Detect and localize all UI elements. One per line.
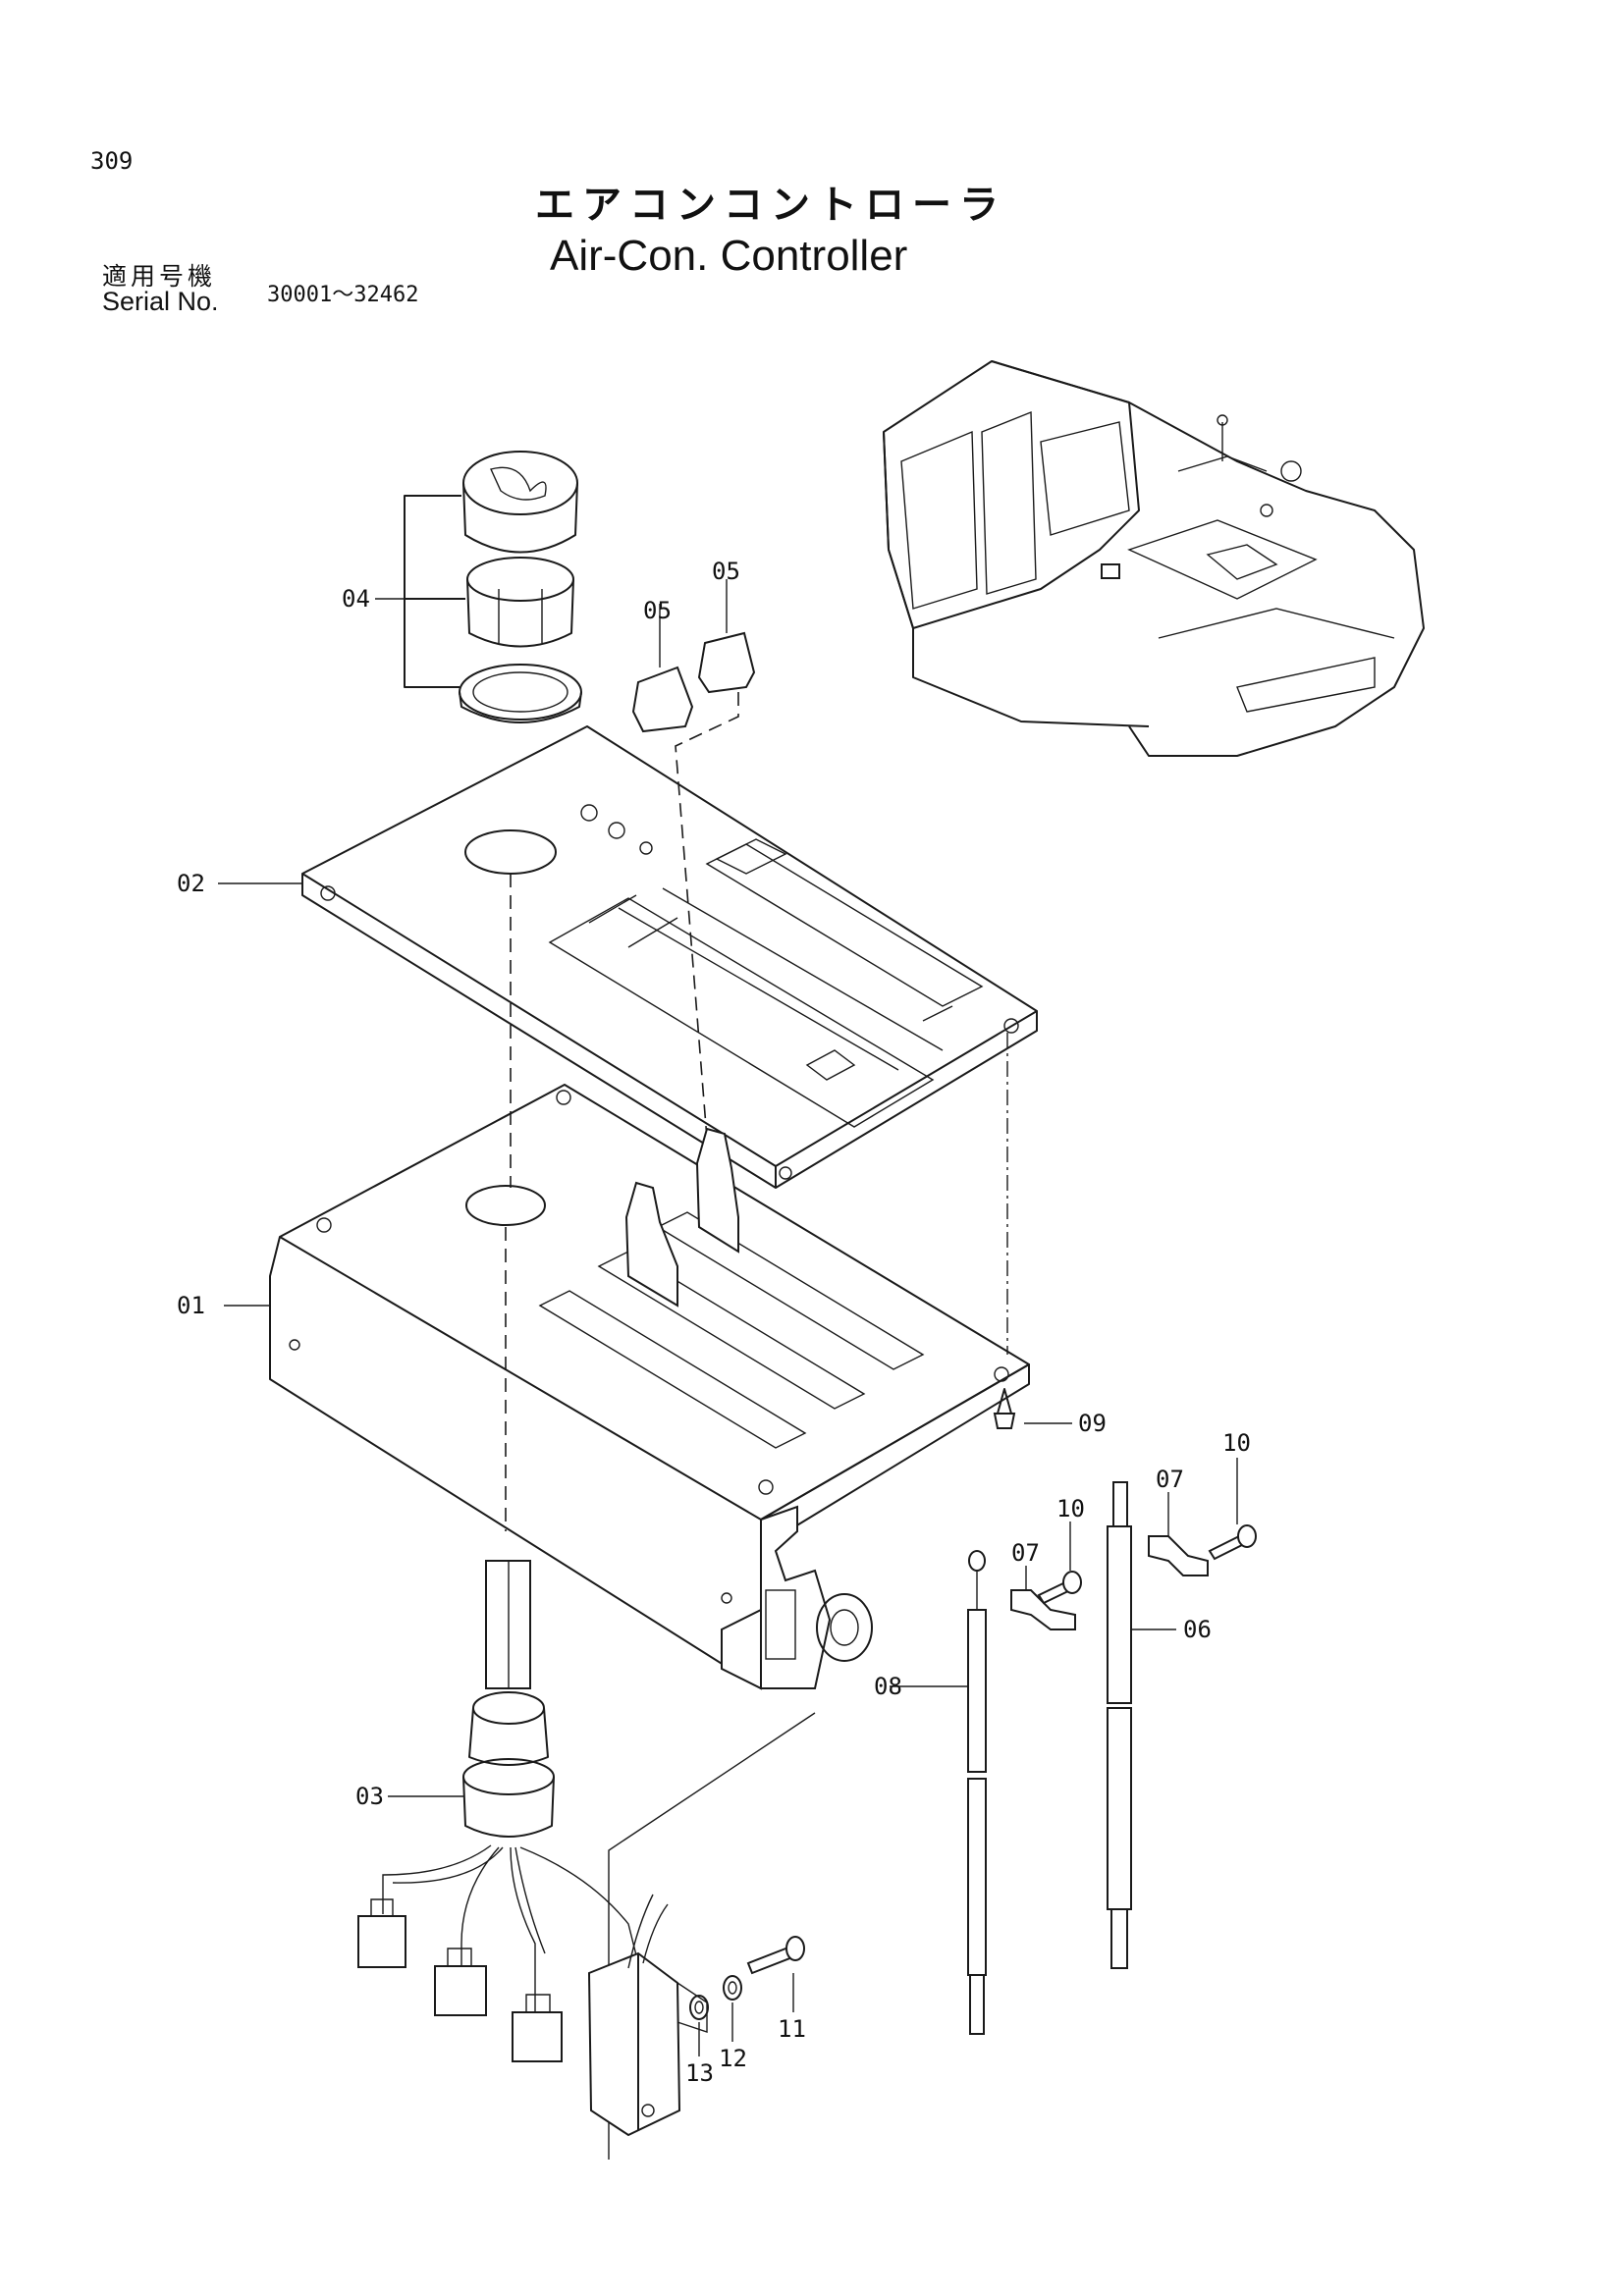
- callout-12: 12: [719, 2045, 747, 2072]
- callout-07-left: 07: [1011, 1539, 1040, 1567]
- page-title-japanese: エアコンコントローラ: [535, 183, 1006, 228]
- part-03-rotary-switch-harness: [357, 1560, 639, 2062]
- part-09-screw: [993, 1388, 1072, 1429]
- callout-10-left: 10: [1056, 1495, 1085, 1522]
- callout-02: 02: [177, 870, 205, 897]
- excavator-overview-illustration: [883, 360, 1425, 757]
- callout-05-right: 05: [712, 558, 740, 585]
- callout-labels: 01 02 03 04 05 05 06 07 07 08 09 10 10 1…: [177, 558, 1251, 2087]
- callout-05-left: 05: [643, 597, 672, 624]
- part-07-clamps: [1010, 1492, 1209, 1630]
- part-11-12-13-bolt-washers: [689, 1936, 805, 2056]
- part-06-control-rod: [1107, 1481, 1176, 1969]
- callout-01: 01: [177, 1292, 205, 1319]
- serial-label-english: Serial No.: [102, 287, 219, 316]
- part-01-base-bracket: [224, 1084, 1030, 1690]
- part-04-knob-assembly: [375, 451, 582, 723]
- micro-switch: [587, 1894, 708, 2137]
- callout-06: 06: [1183, 1616, 1212, 1643]
- callout-09: 09: [1078, 1410, 1107, 1437]
- page-title-english: Air-Con. Controller: [550, 232, 908, 280]
- callout-07-right: 07: [1156, 1466, 1184, 1493]
- part-10-bolts: [1037, 1458, 1257, 1605]
- callout-11: 11: [778, 2015, 806, 2043]
- page-number: 309: [90, 147, 134, 175]
- callout-04: 04: [342, 585, 370, 613]
- callout-03: 03: [355, 1783, 384, 1810]
- part-05-lever-knobs: [631, 579, 756, 1140]
- callout-08: 08: [874, 1673, 902, 1700]
- serial-label-japanese: 適用号機: [102, 262, 217, 291]
- serial-range: 30001～32462: [267, 283, 419, 307]
- part-08-control-rod: [890, 1550, 987, 2035]
- callout-10-right: 10: [1222, 1429, 1251, 1457]
- part-02-panel-plate: [218, 725, 1038, 1189]
- callout-13: 13: [685, 2059, 714, 2087]
